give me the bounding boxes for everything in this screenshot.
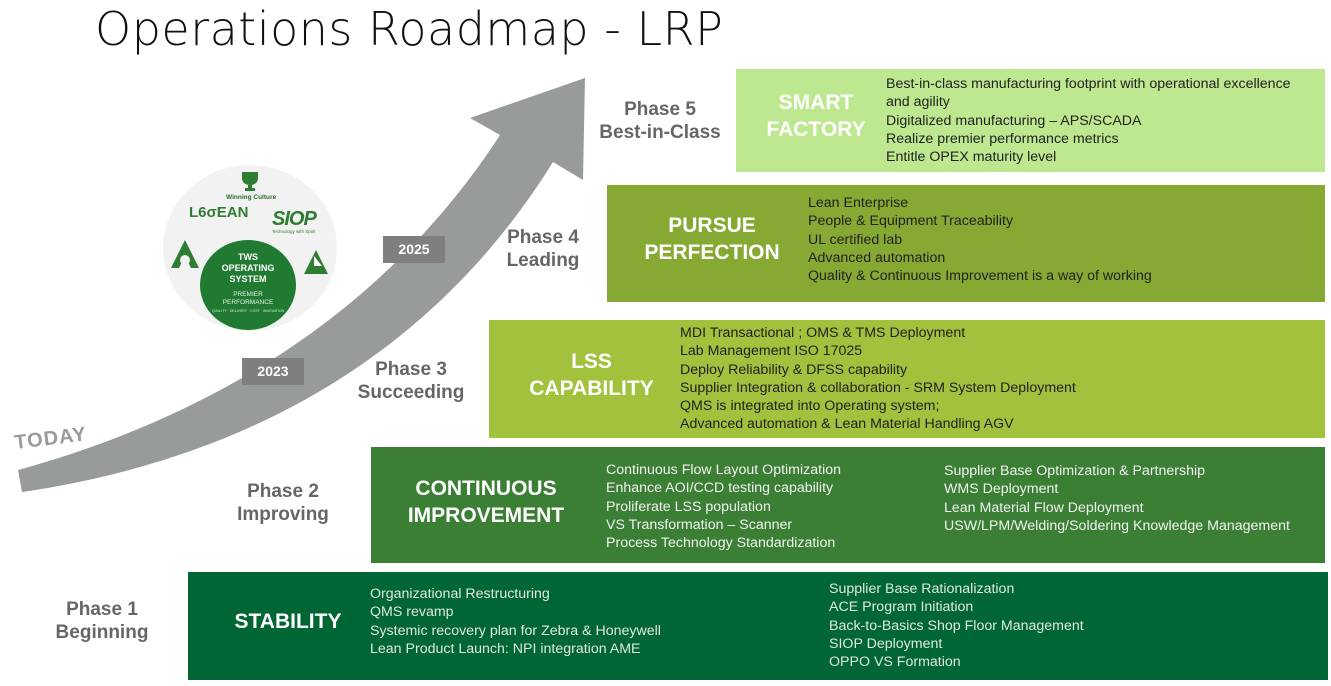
core-sub-2: PERFORMANCE <box>222 299 274 306</box>
phase-2-item: Proliferate LSS population <box>606 498 771 515</box>
core-tiny-text: QUALITY · DELIVERY · COST · INNOVATION <box>211 309 285 313</box>
phase-3-band <box>489 320 1325 438</box>
phase-2-label: Phase 2 Improving <box>222 480 344 526</box>
phase-4-title-line-2: PERFECTION <box>644 241 780 264</box>
phase-3-item: Deploy Reliability & DFSS capability <box>680 361 908 378</box>
phase-1-number: Phase 1 <box>66 599 138 620</box>
phase-4-label: Phase 4 Leading <box>488 226 598 272</box>
phase-2-item: Process Technology Standardization <box>606 535 836 552</box>
siop-subtitle: Technology with Spirit <box>272 229 316 234</box>
phase-2-title-line-1: CONTINUOUS <box>415 477 557 500</box>
phase-1-items-left: Organizational Restructuring QMS revamp … <box>370 585 661 658</box>
phase-5-number: Phase 5 <box>624 99 696 120</box>
phase-1-item: ACE Program Initiation <box>829 599 974 616</box>
phase-2-item: Lean Material Flow Deployment <box>944 499 1144 516</box>
phase-1-title-line-1: STABILITY <box>234 610 342 633</box>
phase-2-title-line-2: IMPROVEMENT <box>407 504 565 527</box>
phase-5-band <box>736 69 1325 172</box>
phase-5-item: Best-in-class manufacturing footprint wi… <box>886 76 1291 92</box>
phase-5-label: Phase 5 Best-in-Class <box>585 98 735 144</box>
phase-4-band <box>607 185 1325 302</box>
phase-3-name: Succeeding <box>357 382 465 403</box>
phase-4-item: Quality & Continuous Improvement is a wa… <box>808 268 1152 285</box>
phase-5-items: Best-in-class manufacturing footprint wi… <box>886 75 1291 166</box>
phase-2-item: WMS Deployment <box>944 481 1059 498</box>
phase-3-item: MDI Transactional ; OMS & TMS Deployment <box>680 325 966 341</box>
lean-logo-text: L6σEAN <box>189 204 249 221</box>
phase-3-label: Phase 3 Succeeding <box>342 358 480 404</box>
phase-1-item: Systemic recovery plan for Zebra & Honey… <box>370 622 661 639</box>
phase-4-item: UL certified lab <box>808 231 903 248</box>
phase-4-name: Leading <box>506 250 580 271</box>
phase-5-item: Digitalized manufacturing – APS/SCADA <box>886 112 1142 129</box>
phase-3-title-line-2: CAPABILITY <box>529 377 654 400</box>
siop-logo-text: SIOP <box>272 208 317 230</box>
phase-2-item: Enhance AOI/CCD testing capability <box>606 480 834 497</box>
trophy-icon <box>242 172 258 191</box>
phase-4-item: People & Equipment Traceability <box>808 213 1014 230</box>
core-line-2: OPERATING <box>221 263 275 273</box>
phase-2-item: VS Transformation – Scanner <box>606 516 793 533</box>
page-title: Operations Roadmap - LRP <box>95 2 724 56</box>
winning-culture-label: Winning Culture <box>226 194 277 201</box>
core-sub-1: PREMIER <box>233 291 263 298</box>
phase-4-item: Advanced automation <box>808 249 946 266</box>
phase-1-item: Lean Product Launch: NPI integration AME <box>370 640 641 657</box>
phase-3-item: Advanced automation & Lean Material Hand… <box>680 416 1014 433</box>
phase-2-number: Phase 2 <box>247 481 319 502</box>
phase-3-title: LSS CAPABILITY <box>489 348 694 402</box>
phase-2-name: Improving <box>237 504 329 525</box>
phase-2-item: Supplier Base Optimization & Partnership <box>944 463 1206 479</box>
phase-1-title: STABILITY <box>188 608 388 635</box>
phase-1-item: QMS revamp <box>370 604 454 621</box>
phase-5-title: SMART FACTORY <box>736 89 896 143</box>
phase-1-label: Phase 1 Beginning <box>38 598 166 644</box>
core-line-3: SYSTEM <box>229 274 267 284</box>
phase-1-name: Beginning <box>55 622 149 643</box>
phase-2-title: CONTINUOUS IMPROVEMENT <box>371 475 601 529</box>
phase-3-item: Lab Management ISO 17025 <box>680 343 863 360</box>
phase-1-item: SIOP Deployment <box>829 635 943 652</box>
phase-4-title-line-1: PURSUE <box>668 214 756 237</box>
phase-3-item: Supplier Integration & collaboration - S… <box>680 379 1076 396</box>
core-line-1: TWS <box>238 252 258 262</box>
phase-2-item: Continuous Flow Layout Optimization <box>606 462 842 478</box>
growth-arrow-shape <box>18 78 585 492</box>
phase-5-title-line-1: SMART <box>778 91 854 114</box>
lean-product-flag-icon <box>304 250 328 274</box>
phase-3-number: Phase 3 <box>375 359 447 380</box>
phase-1-item: OPPO VS Formation <box>829 654 961 671</box>
phase-3-item: QMS is integrated into Operating system; <box>680 398 940 415</box>
tws-operating-system-core: TWS OPERATING SYSTEM PREMIER PERFORMANCE… <box>200 240 296 330</box>
phase-4-title: PURSUE PERFECTION <box>607 212 817 266</box>
phase-1-band <box>188 572 1328 680</box>
phase-5-title-line-2: FACTORY <box>766 118 866 141</box>
phase-5-name: Best-in-Class <box>599 122 721 143</box>
phase-5-item: Entitle OPEX maturity level <box>886 149 1057 166</box>
phase-2-items-right: Supplier Base Optimization & Partnership… <box>944 462 1290 535</box>
ace-icon <box>171 240 199 268</box>
phase-1-item: Organizational Restructuring <box>370 586 550 602</box>
phase-2-band <box>371 447 1325 563</box>
phase-4-items: Lean Enterprise People & Equipment Trace… <box>808 194 1152 285</box>
phase-1-item: Back-to-Basics Shop Floor Management <box>829 617 1084 634</box>
phase-4-number: Phase 4 <box>507 227 579 248</box>
phase-3-items: MDI Transactional ; OMS & TMS Deployment… <box>680 324 1076 434</box>
phase-2-items-left: Continuous Flow Layout Optimization Enha… <box>606 461 841 552</box>
phase-5-item: Realize premier performance metrics <box>886 130 1119 147</box>
phase-1-item: Supplier Base Rationalization <box>829 581 1015 597</box>
phase-1-items-right: Supplier Base Rationalization ACE Progra… <box>829 580 1084 671</box>
year-2023-badge: 2023 <box>242 358 304 385</box>
phase-5-item: and agility <box>886 94 950 111</box>
year-2025-badge: 2025 <box>383 236 445 263</box>
phase-2-item: USW/LPM/Welding/Soldering Knowledge Mana… <box>944 517 1290 534</box>
phase-4-item: Lean Enterprise <box>808 195 909 211</box>
phase-3-title-line-1: LSS <box>571 350 612 373</box>
